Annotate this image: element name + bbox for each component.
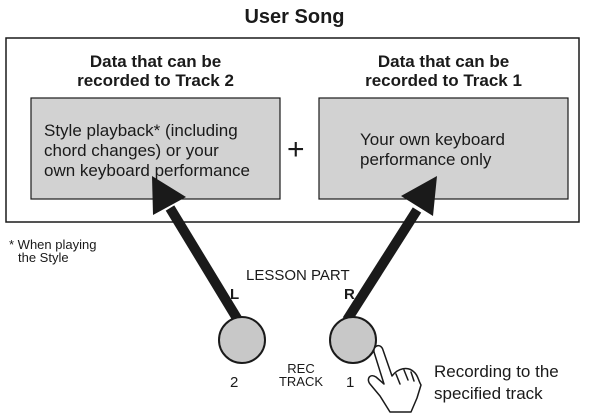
recording-caption: Recording to the specified track — [434, 361, 559, 405]
left-button-letter: L — [230, 286, 240, 303]
track1-heading-line1: Data that can be — [377, 52, 510, 71]
track2-content-line2: chord changes) or your — [44, 141, 219, 160]
track2-content-text: Style playback* (including chord changes… — [44, 121, 250, 181]
caption-line2: specified track — [434, 384, 543, 403]
track1-content-line2: performance only — [360, 150, 492, 169]
track1-heading: Data that can be recorded to Track 1 — [319, 52, 568, 90]
arrow-track1 — [342, 176, 437, 323]
plus-sign: + — [287, 133, 305, 166]
footnote-line1: * When playing — [9, 237, 97, 252]
right-button-letter: R — [344, 286, 355, 303]
footnote-line2: the Style — [18, 250, 69, 265]
caption-line1: Recording to the — [434, 362, 559, 381]
left-track-number: 2 — [230, 374, 239, 391]
track2-heading-line2: recorded to Track 2 — [77, 71, 234, 90]
rec-track-label-line2: TRACK — [278, 374, 324, 389]
page-title: User Song — [244, 6, 345, 28]
lesson-part-left-button[interactable] — [218, 316, 266, 364]
track1-content-box — [318, 97, 569, 200]
lesson-part-right-button[interactable] — [329, 316, 377, 364]
track1-heading-line2: recorded to Track 1 — [365, 71, 522, 90]
rec-track-label: REC TRACK — [266, 362, 336, 388]
right-track-number: 1 — [346, 374, 355, 391]
track1-content-line1: Your own keyboard — [360, 130, 505, 149]
track2-content-line1: Style playback* (including — [44, 121, 238, 140]
rec-track-label-line1: REC — [287, 361, 315, 376]
footnote: * When playing the Style — [9, 238, 96, 264]
track2-content-line3: own keyboard performance — [44, 161, 251, 180]
track2-heading: Data that can be recorded to Track 2 — [31, 52, 280, 90]
pointing-hand-icon — [367, 344, 422, 413]
arrow-track2 — [152, 176, 243, 323]
track2-heading-line1: Data that can be — [89, 52, 222, 71]
lesson-part-label: LESSON PART — [246, 267, 350, 284]
track1-content-text: Your own keyboard performance only — [360, 130, 505, 170]
